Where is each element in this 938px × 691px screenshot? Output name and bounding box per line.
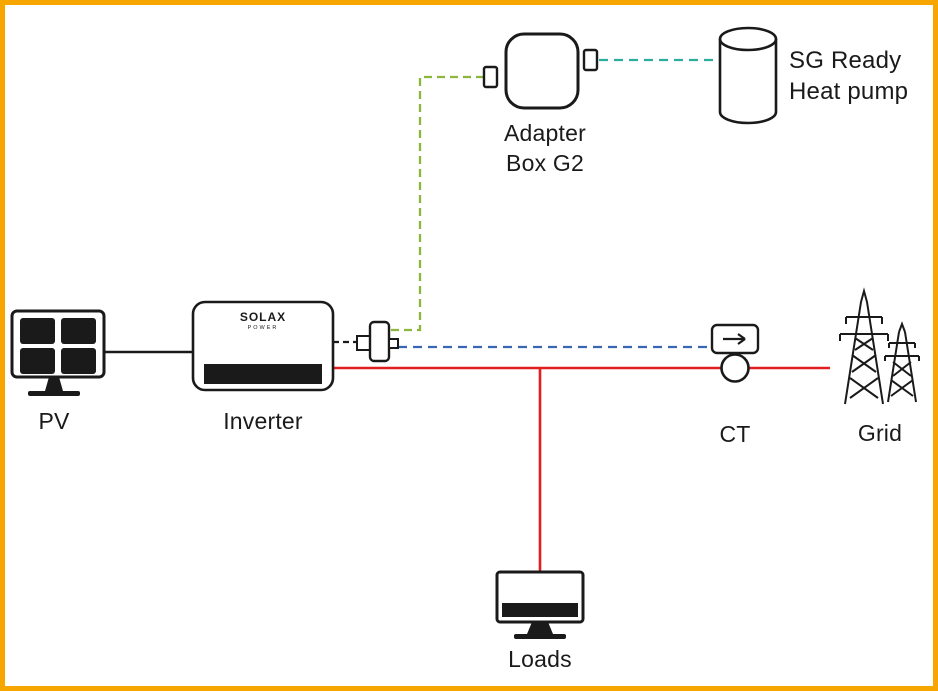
ct-label: CT (719, 421, 751, 447)
splitter-connector-icon (356, 320, 399, 363)
ct-arrow-icon (723, 333, 746, 345)
adapter-box-label: Adapter Box G2 (475, 118, 615, 178)
grid-label: Grid (857, 420, 903, 446)
inverter-to-grid-and-loads-line (333, 366, 830, 572)
inverter-icon: SOLAX POWER (191, 300, 335, 392)
ct-icon (710, 323, 760, 383)
adapter-box-label-line1: Adapter (504, 120, 586, 146)
heat-pump-label-line2: Heat pump (789, 78, 909, 105)
inverter-brand-text: SOLAX (240, 310, 286, 324)
heat-pump-label-line1: SG Ready (789, 47, 902, 74)
pv-panel-icon (10, 309, 106, 396)
inverter-label: Inverter (223, 408, 303, 434)
pv-label: PV (38, 408, 70, 434)
adapter-box-label-line2: Box G2 (506, 150, 584, 176)
heat-pump-label: SG Ready Heat pump (789, 45, 908, 107)
loads-label: Loads (508, 646, 572, 672)
loads-monitor-icon (495, 570, 585, 639)
adapter-box-icon (482, 32, 599, 110)
heat-pump-icon (718, 26, 778, 125)
grid-towers-icon (839, 287, 920, 405)
splitter-to-adapterbox-line (389, 75, 484, 332)
inverter-brand-subtext: POWER (248, 325, 279, 331)
